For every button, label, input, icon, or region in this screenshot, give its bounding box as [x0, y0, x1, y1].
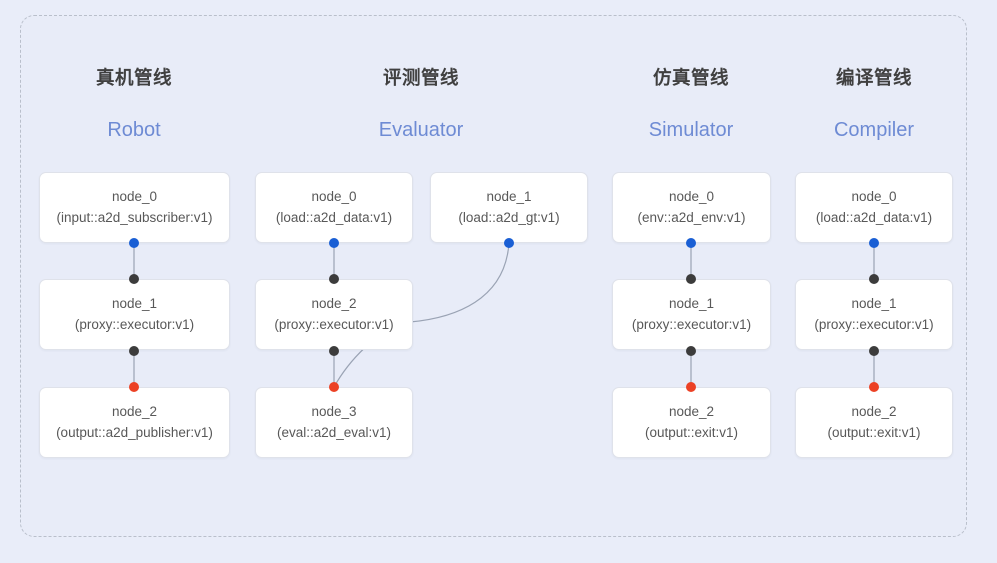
node-spec: (output::a2d_publisher:v1): [56, 424, 213, 440]
node-robot-2[interactable]: node_2 (output::a2d_publisher:v1): [39, 387, 230, 458]
node-spec: (load::a2d_data:v1): [815, 209, 933, 225]
node-name: node_3: [311, 403, 357, 419]
port-output-evaluator-0[interactable]: [329, 238, 339, 248]
node-spec: (proxy::executor:v1): [814, 316, 934, 332]
port-output-simulator-0[interactable]: [686, 238, 696, 248]
node-name: node_2: [668, 403, 715, 419]
node-spec: (env::a2d_env:v1): [637, 209, 746, 225]
node-name: node_2: [111, 403, 158, 419]
port-output-robot-0[interactable]: [129, 238, 139, 248]
port-input-robot-2[interactable]: [129, 382, 139, 392]
node-simulator-2[interactable]: node_2 (output::exit:v1): [612, 387, 771, 458]
node-evaluator-1[interactable]: node_1 (load::a2d_gt:v1): [430, 172, 588, 243]
column-title-cn-robot: 真机管线: [95, 67, 172, 88]
column-title-en-compiler: Compiler: [833, 119, 915, 141]
column-title-cn-evaluator: 评测管线: [382, 67, 459, 88]
column-title-cn-simulator: 仿真管线: [652, 67, 729, 88]
node-evaluator-0[interactable]: node_0 (load::a2d_data:v1): [255, 172, 413, 243]
node-compiler-0[interactable]: node_0 (load::a2d_data:v1): [795, 172, 953, 243]
port-output-evaluator-1[interactable]: [504, 238, 514, 248]
node-name: node_0: [668, 188, 715, 204]
node-name: node_2: [851, 403, 897, 419]
node-name: node_0: [311, 188, 357, 204]
port-input-simulator-1[interactable]: [686, 274, 696, 284]
node-name: node_0: [851, 188, 897, 204]
column-title-en-simulator: Simulator: [648, 119, 734, 141]
node-spec: (proxy::executor:v1): [274, 316, 394, 332]
port-output-compiler-0[interactable]: [869, 238, 879, 248]
node-spec: (output::exit:v1): [644, 424, 739, 440]
port-input-robot-1[interactable]: [129, 274, 139, 284]
node-spec: (eval::a2d_eval:v1): [276, 424, 392, 440]
port-output-evaluator-2[interactable]: [329, 346, 339, 356]
column-header-evaluator: 评测管线 Evaluator: [321, 64, 521, 142]
node-name: node_1: [111, 295, 158, 311]
node-name: node_0: [111, 188, 158, 204]
node-spec: (output::exit:v1): [827, 424, 921, 440]
column-title-en-robot: Robot: [107, 119, 161, 141]
node-name: node_1: [851, 295, 897, 311]
column-header-compiler: 编译管线 Compiler: [774, 64, 974, 142]
column-title-en-evaluator: Evaluator: [378, 119, 464, 141]
node-compiler-1[interactable]: node_1 (proxy::executor:v1): [795, 279, 953, 350]
node-evaluator-3[interactable]: node_3 (eval::a2d_eval:v1): [255, 387, 413, 458]
port-output-simulator-1[interactable]: [686, 346, 696, 356]
node-name: node_1: [486, 188, 532, 204]
node-spec: (input::a2d_subscriber:v1): [56, 209, 213, 225]
node-simulator-1[interactable]: node_1 (proxy::executor:v1): [612, 279, 771, 350]
port-input-evaluator-3[interactable]: [329, 382, 339, 392]
column-header-robot: 真机管线 Robot: [34, 64, 234, 142]
port-input-compiler-1[interactable]: [869, 274, 879, 284]
port-input-evaluator-2[interactable]: [329, 274, 339, 284]
node-spec: (proxy::executor:v1): [631, 316, 752, 332]
node-robot-1[interactable]: node_1 (proxy::executor:v1): [39, 279, 230, 350]
node-evaluator-2[interactable]: node_2 (proxy::executor:v1): [255, 279, 413, 350]
node-compiler-2[interactable]: node_2 (output::exit:v1): [795, 387, 953, 458]
node-robot-0[interactable]: node_0 (input::a2d_subscriber:v1): [39, 172, 230, 243]
port-output-robot-1[interactable]: [129, 346, 139, 356]
node-simulator-0[interactable]: node_0 (env::a2d_env:v1): [612, 172, 771, 243]
port-input-simulator-2[interactable]: [686, 382, 696, 392]
node-spec: (load::a2d_data:v1): [275, 209, 393, 225]
port-output-compiler-1[interactable]: [869, 346, 879, 356]
port-input-compiler-2[interactable]: [869, 382, 879, 392]
node-spec: (proxy::executor:v1): [74, 316, 195, 332]
column-header-simulator: 仿真管线 Simulator: [591, 64, 791, 142]
node-spec: (load::a2d_gt:v1): [458, 209, 560, 225]
node-name: node_2: [311, 295, 357, 311]
node-name: node_1: [668, 295, 715, 311]
column-title-cn-compiler: 编译管线: [835, 67, 912, 88]
